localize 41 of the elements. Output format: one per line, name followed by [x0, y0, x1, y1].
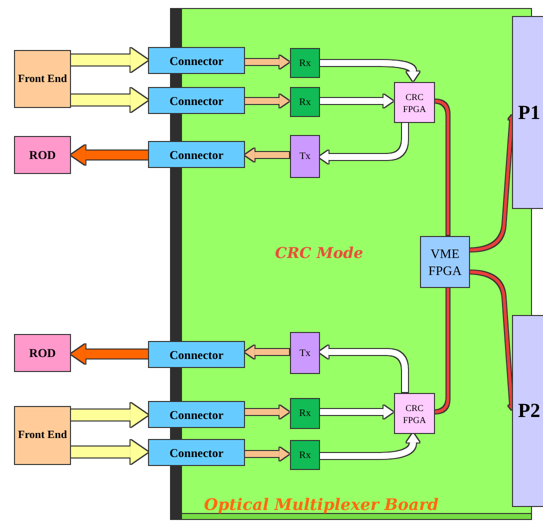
arrow — [245, 55, 289, 69]
rx-box: Rx — [290, 398, 320, 429]
connector-panel: P1 — [512, 16, 543, 209]
arrow — [245, 94, 289, 108]
arrow — [245, 345, 289, 359]
fpga-box: CRC FPGA — [394, 393, 435, 434]
rod-box: ROD — [14, 334, 71, 372]
fpga-box: CRC FPGA — [394, 82, 435, 123]
arrow — [319, 94, 393, 108]
board-title: CRC Mode — [275, 243, 364, 264]
arrow — [319, 405, 393, 419]
arrow — [245, 148, 289, 162]
tx-box: Tx — [290, 332, 320, 374]
connector-box: Connector — [148, 341, 245, 368]
rx-box: Rx — [290, 440, 320, 470]
board-title: Optical Multiplexer Board — [204, 494, 439, 516]
arrow — [245, 447, 289, 461]
arrow — [468, 270, 515, 410]
front-end-box: Front End — [14, 50, 71, 108]
arrow — [71, 88, 148, 112]
connector-panel: P2 — [512, 315, 543, 507]
rod-box: ROD — [14, 136, 71, 174]
connector-box: Connector — [148, 141, 245, 168]
connector-box: Connector — [148, 87, 245, 114]
fpga-box: VME FPGA — [420, 236, 470, 288]
connector-box: Connector — [148, 439, 245, 466]
arrow — [71, 48, 148, 72]
connector-box: Connector — [148, 47, 245, 74]
arrow — [71, 402, 148, 428]
arrow — [71, 440, 148, 464]
rx-box: Rx — [290, 87, 320, 117]
arrow — [71, 344, 148, 364]
arrow — [319, 60, 420, 81]
connector-box: Connector — [148, 401, 245, 428]
rx-box: Rx — [290, 48, 320, 78]
tx-box: Tx — [290, 135, 320, 178]
arrow — [245, 405, 289, 419]
arrow — [319, 433, 420, 459]
front-end-box: Front End — [14, 406, 71, 465]
arrow — [71, 145, 148, 165]
arrow — [468, 115, 515, 252]
